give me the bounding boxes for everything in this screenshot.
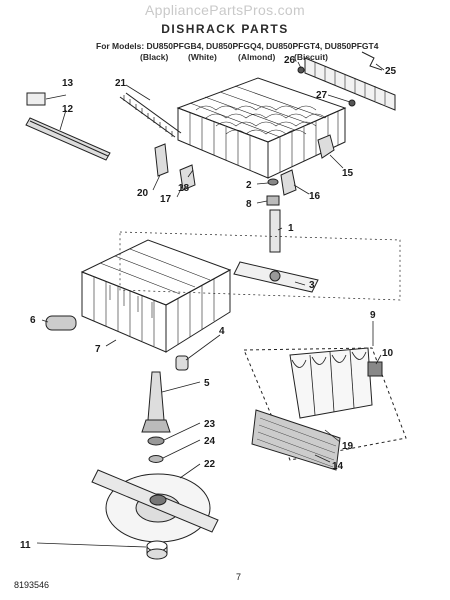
small-parts-2-8	[266, 178, 280, 206]
callout-21: 21	[115, 78, 127, 89]
callout-1: 1	[288, 223, 294, 234]
callout-2: 2	[246, 180, 252, 191]
model-list: For Models: DU850PFGB4, DU850PFGQ4, DU85…	[96, 41, 379, 51]
callout-24: 24	[204, 436, 216, 447]
callout-25: 25	[385, 66, 397, 77]
color-label-biscuit: (Biscuit)	[294, 52, 328, 62]
ring-11	[146, 540, 168, 560]
basket-lid-14	[251, 409, 341, 471]
roller-6	[45, 315, 77, 331]
callout-5: 5	[204, 378, 210, 389]
strip-21	[119, 92, 182, 138]
callout-16: 16	[309, 191, 321, 202]
bracket-15-16	[280, 134, 335, 196]
color-label-almond: (Almond)	[238, 52, 276, 62]
callout-15: 15	[342, 168, 354, 179]
callout-4: 4	[219, 326, 225, 337]
callout-23: 23	[204, 419, 216, 430]
callout-3: 3	[309, 280, 315, 291]
callout-7: 7	[95, 344, 101, 355]
callout-6: 6	[30, 315, 36, 326]
document-number: 8193546	[14, 580, 50, 590]
callout-11: 11	[20, 540, 31, 551]
spray-arm-upper	[233, 209, 319, 293]
part-4	[175, 355, 189, 371]
page-title: DISHRACK PARTS	[161, 22, 289, 36]
page-number: 7	[236, 572, 242, 582]
upper-right-rail	[297, 51, 396, 111]
callout-8: 8	[246, 199, 252, 210]
callout-12: 12	[62, 104, 74, 115]
callout-22: 22	[204, 459, 216, 470]
callout-26: 26	[284, 55, 296, 66]
washers-23-24	[147, 436, 165, 463]
upper-dishrack	[176, 77, 347, 179]
lower-dishrack	[80, 239, 232, 353]
rack-rail-part	[25, 92, 111, 161]
callout-18: 18	[178, 183, 190, 194]
color-label-white: (White)	[188, 52, 217, 62]
color-label-black: (Black)	[140, 52, 169, 62]
callout-14: 14	[332, 461, 344, 472]
silverware-basket-group	[243, 347, 407, 461]
callout-17: 17	[160, 194, 172, 205]
callout-27: 27	[316, 90, 328, 101]
callout-9: 9	[370, 310, 376, 321]
manifold-5	[141, 371, 171, 433]
watermark: AppliancePartsPros.com	[145, 2, 305, 18]
clips-17-20	[154, 143, 196, 191]
callout-20: 20	[137, 188, 149, 199]
lower-spray-arm	[91, 469, 219, 543]
callout-10: 10	[382, 348, 394, 359]
callout-19: 19	[342, 441, 354, 452]
callout-13: 13	[62, 78, 74, 89]
